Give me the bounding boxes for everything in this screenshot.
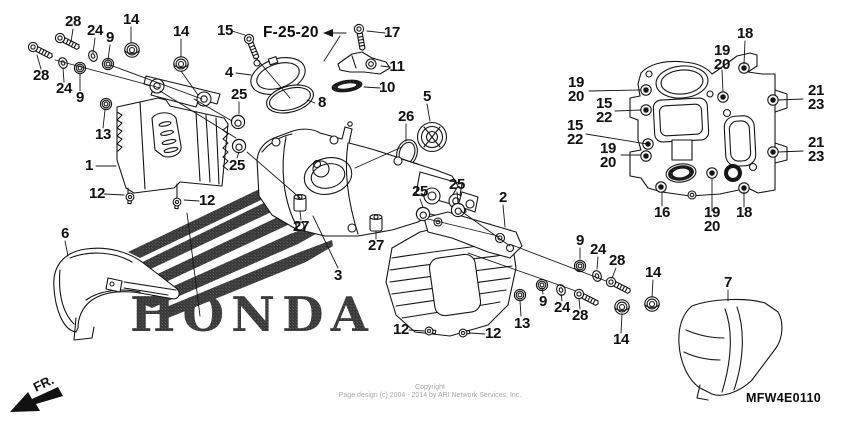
part-10-gasket-drawing bbox=[331, 79, 363, 93]
callout-5[interactable]: 5 bbox=[422, 88, 432, 106]
fiche-reference-link[interactable]: F-25-20 bbox=[263, 24, 319, 41]
copyright-line-1: Copyright bbox=[415, 384, 445, 391]
leader-lines bbox=[36, 26, 804, 335]
callout-21-23[interactable]: 21 23 bbox=[807, 134, 825, 165]
part-11-joint-drawing bbox=[337, 23, 391, 75]
callout-9[interactable]: 9 bbox=[575, 232, 585, 250]
callout-4[interactable]: 4 bbox=[224, 64, 234, 82]
callout-17[interactable]: 17 bbox=[383, 24, 401, 42]
callout-15-22[interactable]: 15 22 bbox=[566, 117, 584, 148]
callout-18[interactable]: 18 bbox=[736, 25, 754, 43]
part-2-cylinder-head-drawing bbox=[385, 201, 660, 339]
callout-11[interactable]: 11 bbox=[389, 58, 405, 76]
callout-24[interactable]: 24 bbox=[589, 241, 607, 259]
callout-15-22[interactable]: 15 22 bbox=[595, 95, 613, 126]
callout-27[interactable]: 27 bbox=[367, 237, 385, 255]
part-6-side-cover-drawing bbox=[53, 247, 180, 341]
callout-3[interactable]: 3 bbox=[333, 267, 343, 285]
callout-28[interactable]: 28 bbox=[64, 13, 82, 31]
callout-1[interactable]: 1 bbox=[84, 157, 94, 175]
callout-28[interactable]: 28 bbox=[571, 307, 589, 325]
callout-12[interactable]: 12 bbox=[392, 321, 410, 339]
callout-14[interactable]: 14 bbox=[644, 264, 662, 282]
callout-19-20[interactable]: 19 20 bbox=[713, 42, 731, 73]
callout-2[interactable]: 2 bbox=[498, 189, 508, 207]
callout-24[interactable]: 24 bbox=[553, 299, 571, 317]
callout-10[interactable]: 10 bbox=[378, 79, 396, 97]
callout-12[interactable]: 12 bbox=[484, 325, 502, 343]
part-7-side-cover-drawing bbox=[678, 298, 783, 401]
callout-16[interactable]: 16 bbox=[653, 204, 671, 222]
callout-13[interactable]: 13 bbox=[94, 126, 112, 144]
callout-21-23[interactable]: 21 23 bbox=[807, 82, 825, 113]
callout-7[interactable]: 7 bbox=[723, 274, 733, 292]
callout-19-20[interactable]: 19 20 bbox=[567, 74, 585, 105]
callout-25[interactable]: 25 bbox=[228, 157, 246, 175]
callout-28[interactable]: 28 bbox=[32, 67, 50, 85]
part-1-heat-guard-drawing bbox=[116, 75, 229, 200]
plate-bolt-holes bbox=[640, 62, 779, 194]
fiche-ref-arrow-icon bbox=[323, 29, 333, 37]
callout-24[interactable]: 24 bbox=[55, 80, 73, 98]
callout-14[interactable]: 14 bbox=[122, 11, 140, 29]
part-5-filler-cap-drawing bbox=[416, 121, 448, 153]
callout-12[interactable]: 12 bbox=[198, 192, 216, 210]
callout-25[interactable]: 25 bbox=[230, 86, 248, 104]
callout-24[interactable]: 24 bbox=[86, 22, 104, 40]
callout-12[interactable]: 12 bbox=[88, 185, 106, 203]
callout-18[interactable]: 18 bbox=[735, 204, 753, 222]
copyright-line-2: Page design (c) 2004 - 2014 by ARI Netwo… bbox=[338, 392, 522, 400]
callout-13[interactable]: 13 bbox=[513, 315, 531, 333]
callout-15[interactable]: 15 bbox=[216, 22, 234, 40]
callout-9[interactable]: 9 bbox=[105, 29, 115, 47]
callout-9[interactable]: 9 bbox=[75, 89, 85, 107]
fr-direction-arrow-icon: FR. bbox=[10, 372, 63, 412]
callout-14[interactable]: 14 bbox=[172, 23, 190, 41]
callout-6[interactable]: 6 bbox=[60, 225, 70, 243]
part-8-gasket-drawing bbox=[266, 84, 314, 114]
callout-8[interactable]: 8 bbox=[317, 94, 327, 112]
callout-25[interactable]: 25 bbox=[411, 183, 429, 201]
callout-27[interactable]: 27 bbox=[292, 218, 310, 236]
callout-28[interactable]: 28 bbox=[608, 252, 626, 270]
callout-25[interactable]: 25 bbox=[448, 176, 466, 194]
callout-19-20[interactable]: 19 20 bbox=[703, 204, 721, 235]
breather-plate-drawing bbox=[629, 52, 788, 200]
copyright-note: Copyright Page design (c) 2004 - 2014 by… bbox=[260, 384, 600, 401]
callout-26[interactable]: 26 bbox=[397, 108, 415, 126]
callout-14[interactable]: 14 bbox=[612, 331, 630, 349]
callout-9[interactable]: 9 bbox=[538, 293, 548, 311]
diagram-code: MFW4E0110 bbox=[746, 391, 821, 405]
callout-19-20[interactable]: 19 20 bbox=[599, 140, 617, 171]
